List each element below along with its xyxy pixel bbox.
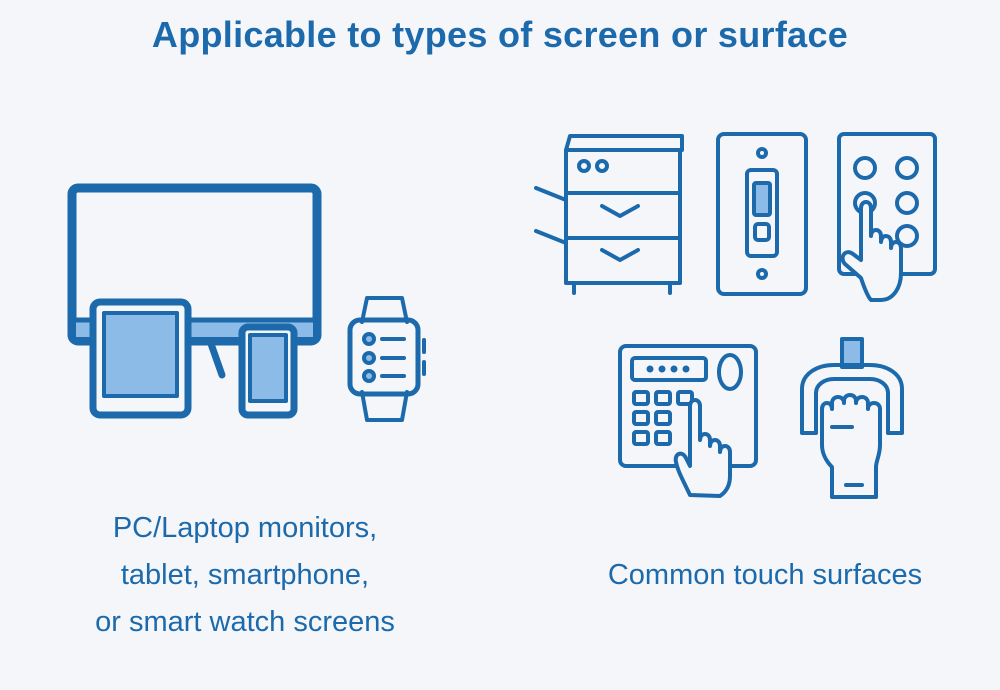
devices-caption: PC/Laptop monitors, tablet, smartphone, … — [40, 505, 450, 646]
door-handle-icon — [800, 337, 904, 499]
printer-copier-icon — [534, 134, 684, 295]
smartwatch-icon — [347, 296, 426, 422]
light-switch-icon — [716, 132, 808, 296]
page-title: Applicable to types of screen or surface — [151, 14, 849, 55]
keypad-scanner-icon — [618, 344, 758, 498]
surfaces-caption: Common touch surfaces — [607, 559, 923, 591]
devices-caption-line3: or smart watch screens — [95, 606, 395, 638]
monitor-tablet-phone-icon — [67, 183, 322, 419]
devices-caption-line2: tablet, smartphone, — [120, 559, 370, 591]
elevator-buttons-icon — [837, 132, 937, 302]
devices-caption-line1: PC/Laptop monitors, — [112, 512, 378, 544]
